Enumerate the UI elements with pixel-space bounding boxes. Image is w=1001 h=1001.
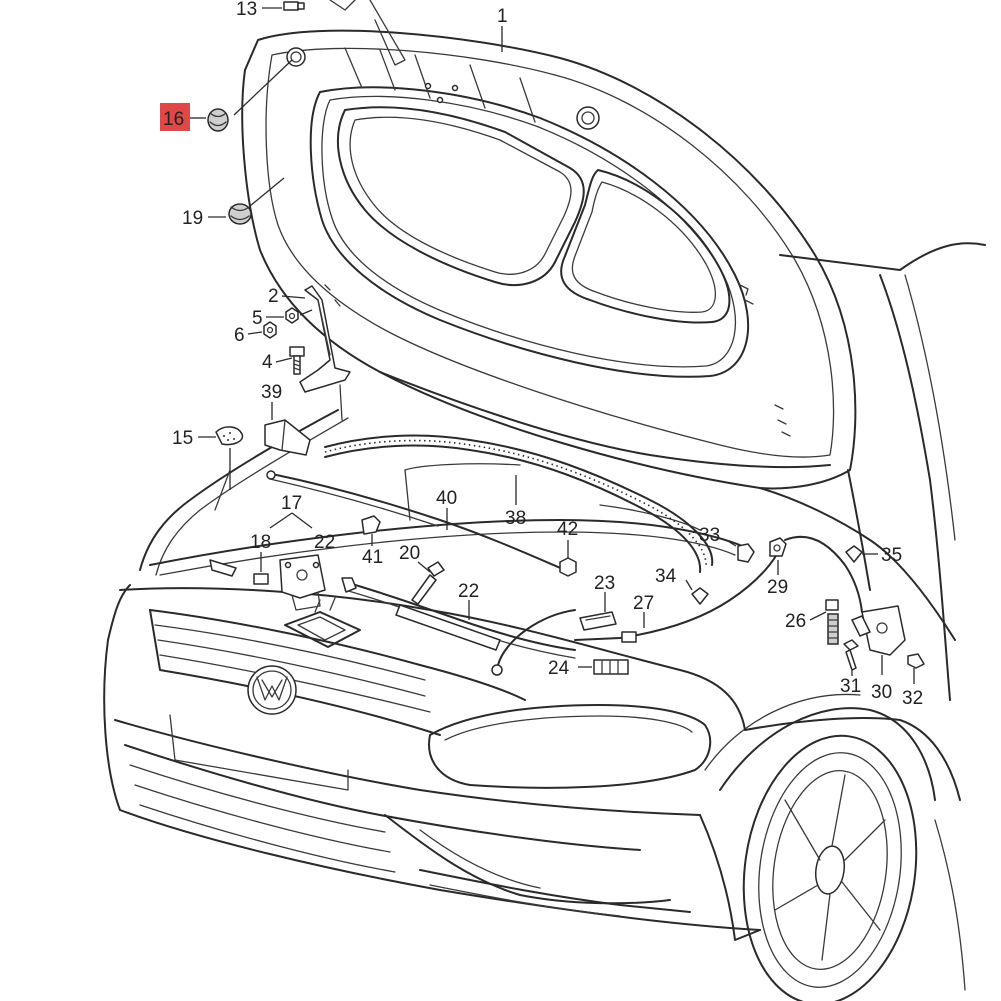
part-29-grommet (769, 535, 863, 613)
bracket-tab (209, 559, 237, 577)
part-5-nut (266, 307, 313, 324)
hood-panel (241, 29, 857, 490)
part-33-clip (725, 539, 755, 563)
part-13-bolt (262, 1, 305, 11)
callout-33: 33 (699, 525, 720, 546)
callout-22b: 22 (458, 581, 479, 602)
part-26-buffer (809, 599, 839, 645)
callout-5: 5 (252, 308, 263, 329)
callout-34: 34 (655, 566, 677, 587)
callout-2: 2 (268, 286, 279, 307)
callout-16: 16 (163, 109, 184, 130)
part-32-clip (907, 653, 925, 684)
part-24-connector (578, 659, 629, 675)
part-30-lock (851, 605, 906, 675)
wheel-icon (742, 734, 918, 1001)
part-16-rubber-buffer (190, 59, 293, 132)
callout-31: 31 (840, 676, 861, 697)
callout-40: 40 (436, 488, 457, 509)
callout-39: 39 (261, 382, 282, 403)
callout-6: 6 (234, 325, 245, 346)
part-35-clip (845, 545, 878, 563)
part-6-nut (247, 321, 277, 339)
car-body-outline (103, 242, 986, 991)
callout-26: 26 (785, 611, 806, 632)
part-38-seal (324, 434, 714, 573)
callout-22a: 22 (314, 532, 335, 553)
callout-labels: 1 13 16 19 2 5 6 4 39 15 40 38 17 18 22 … (160, 0, 923, 709)
part-4-bolt (275, 346, 305, 375)
part-22-cable (341, 577, 576, 676)
callout-4: 4 (262, 352, 273, 373)
callout-20: 20 (399, 543, 420, 564)
callout-19: 19 (182, 208, 203, 229)
callout-17: 17 (281, 493, 302, 514)
part-39-bracket (264, 402, 311, 456)
lock-carrier-plate (284, 597, 361, 648)
part-15-pad (198, 426, 244, 490)
part-23-release-lever (579, 592, 617, 631)
callout-35: 35 (881, 545, 902, 566)
callout-41: 41 (362, 547, 383, 568)
callout-16-highlight (160, 103, 190, 131)
callout-38: 38 (505, 508, 526, 529)
callout-29: 29 (767, 577, 788, 598)
part-19-rubber-buffer (208, 177, 285, 225)
callout-27: 27 (633, 593, 654, 614)
callout-23: 23 (594, 573, 615, 594)
callout-42: 42 (557, 519, 578, 540)
part-41-clip (361, 515, 381, 546)
callout-24: 24 (548, 658, 570, 679)
part-42-clip (559, 540, 577, 577)
callout-1: 1 (497, 6, 508, 27)
part-27-cable-connector (574, 547, 781, 643)
part-31-bolt (843, 639, 859, 676)
part-18-clip (253, 552, 269, 585)
callout-15: 15 (172, 428, 193, 449)
part-17-hood-lock (269, 512, 326, 611)
callout-13: 13 (236, 0, 257, 20)
vw-emblem-icon (247, 665, 297, 715)
part-34-clip (685, 579, 709, 605)
callout-18: 18 (250, 532, 271, 553)
part-20-bolt (411, 561, 445, 605)
callout-32: 32 (902, 688, 923, 709)
part-40-release-cable (266, 470, 566, 571)
part-2-hood-hinge (281, 284, 351, 421)
callout-30: 30 (871, 682, 892, 703)
